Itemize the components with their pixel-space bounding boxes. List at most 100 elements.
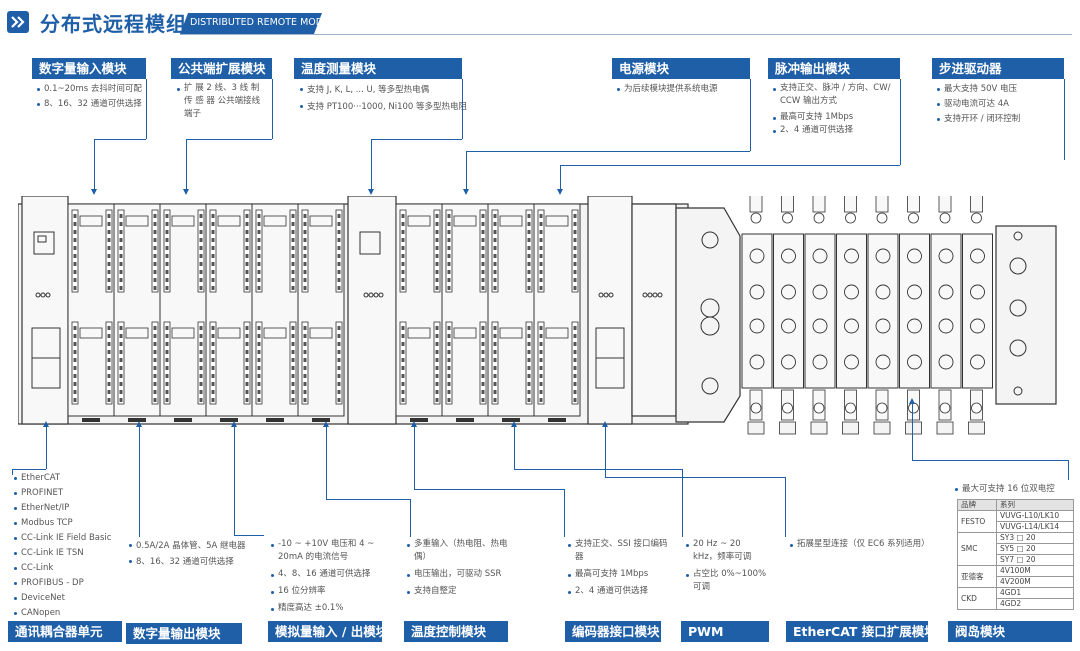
valve-unit xyxy=(804,196,836,435)
bullet: CC-Link IE TSN xyxy=(13,546,131,561)
bullet: 8、16、32 通道可供选择 xyxy=(36,97,148,112)
table-cell: SY7 □ 20 xyxy=(996,554,1074,566)
bullet: 精度高达 ±0.1% xyxy=(270,602,388,615)
label-bullets: 最大可支持 16 位双电控 xyxy=(954,482,1072,497)
label-title: 公共端扩展模块 xyxy=(171,58,272,79)
coupler-module xyxy=(21,196,69,425)
io-module xyxy=(205,203,253,422)
valve-adapter-plate xyxy=(675,207,741,423)
table-cell: 4V200M xyxy=(996,576,1074,588)
bullet: 最大可支持 16 位双电控 xyxy=(954,482,1072,497)
bullet: 16 位分辨率 xyxy=(270,585,388,598)
bullet: 8、16、32 通道可供选择 xyxy=(128,554,246,570)
bullet: 支持自整定 xyxy=(406,585,516,598)
bullet: 扩 展 2 线、3 线 制 传 感 器 公共端接线端子 xyxy=(176,82,266,121)
valve-unit xyxy=(867,196,899,435)
page-title: 分布式远程模组 xyxy=(40,12,187,36)
table-header: 品牌 xyxy=(957,499,997,511)
table-cell: 4V100M xyxy=(996,565,1074,577)
bullet: 最高可支持 1Mbps xyxy=(567,568,669,581)
bullet: 支持正交、SSI 接口编码器 xyxy=(567,538,669,564)
bullet: 支持正交、脉冲 / 方向、CW/ CCW 输出方式 xyxy=(772,82,898,108)
bullet: 最高可支持 1Mbps xyxy=(772,111,898,124)
table-cell: VUVG-L14/LK14 xyxy=(996,521,1074,533)
table-cell: 4GD2 xyxy=(996,598,1074,610)
valve-unit xyxy=(962,196,993,435)
table-cell: SY5 □ 20 xyxy=(996,543,1074,555)
table-cell: CKD xyxy=(957,587,997,610)
table-row: 亚德客 4V100M xyxy=(957,565,1074,588)
io-module xyxy=(487,203,535,422)
io-module xyxy=(297,203,345,422)
bullet: 多重输入（热电阻、热电偶） xyxy=(406,538,516,564)
bullet: CC-Link IE Field Basic xyxy=(13,531,131,546)
io-module xyxy=(441,203,489,422)
bullet: 最大支持 50V 电压 xyxy=(936,82,1066,97)
table-cell: 4GD1 xyxy=(996,587,1074,599)
valve-island xyxy=(741,196,993,435)
table-row: CKD 4GD1 xyxy=(957,587,1074,610)
bullet: Modbus TCP xyxy=(13,516,131,531)
label-title: EtherCAT 接口扩展模块 xyxy=(786,621,937,642)
label-title: 编码器接口模块 xyxy=(565,621,661,642)
table-cell: VUVG-L10/LK10 xyxy=(996,510,1074,522)
label-title: 温度控制模块 xyxy=(404,621,508,642)
label-title: 通讯耦合器单元 xyxy=(8,621,122,642)
label-title: 步进驱动器 xyxy=(932,58,1064,79)
remote-module-assembly xyxy=(18,196,1057,435)
bullet: 为后续模块提供系统电源 xyxy=(616,82,746,97)
bullet: CANopen xyxy=(13,606,131,621)
label-bullets: 扩 展 2 线、3 线 制 传 感 器 公共端接线端子 xyxy=(176,82,266,121)
label-bullets: 为后续模块提供系统电源 xyxy=(616,82,746,97)
bullet: 2、4 通道可供选择 xyxy=(567,585,669,598)
label-bullets: 0.5A/2A 晶体管、5A 继电器 8、16、32 通道可供选择 xyxy=(128,538,246,570)
header-divider xyxy=(180,34,1072,35)
bullet: -10 ~ +10V 电压和 4 ~ 20mA 的电流信号 xyxy=(270,538,388,564)
bullet: EtherCAT xyxy=(13,471,131,486)
title-badge: DISTRIBUTED REMOTE MODULE xyxy=(180,13,341,34)
bullet: 拓展星型连接（仅 EC6 系列适用） xyxy=(789,538,930,551)
table-row: FESTO VUVG-L10/LK10 xyxy=(957,510,1074,533)
bullet: CC-Link xyxy=(13,561,131,576)
io-module xyxy=(113,203,161,422)
bullet: DeviceNet xyxy=(13,591,131,606)
pwm-module xyxy=(631,203,677,417)
temp-measurement-module xyxy=(347,196,397,425)
label-bullets: 支持正交、脉冲 / 方向、CW/ CCW 输出方式 最高可支持 1Mbps 2、… xyxy=(772,82,898,137)
bullet: 20 Hz ~ 20 kHz，频率可调 xyxy=(685,538,767,564)
io-module xyxy=(67,203,115,422)
io-modules-right xyxy=(395,203,581,422)
label-bullets: 多重输入（热电阻、热电偶） 电压输出，可驱动 SSR 支持自整定 xyxy=(406,538,516,598)
label-bullets: 20 Hz ~ 20 kHz，频率可调 占空比 0%~100% 可调 xyxy=(685,538,767,594)
bullet: 占空比 0%~100% 可调 xyxy=(685,568,767,594)
label-bullets: 拓展星型连接（仅 EC6 系列适用） xyxy=(789,538,930,551)
io-module xyxy=(395,203,443,422)
valve-unit xyxy=(741,196,773,435)
label-title: 模拟量输入 / 出模块 xyxy=(268,621,388,642)
label-bullets: -10 ~ +10V 电压和 4 ~ 20mA 的电流信号 4、8、16 通道可… xyxy=(270,538,388,615)
table-cell: SY3 □ 20 xyxy=(996,532,1074,544)
bullet: PROFINET xyxy=(13,486,131,501)
label-title: PWM xyxy=(681,621,769,642)
valve-unit xyxy=(899,196,930,435)
io-modules-left xyxy=(67,203,345,422)
valve-unit xyxy=(773,196,804,435)
table-row: SMC SY3 □ 20 xyxy=(957,532,1074,566)
bullet: PROFIBUS - DP xyxy=(13,576,131,591)
label-title: 脉冲输出模块 xyxy=(768,58,900,79)
io-module xyxy=(251,203,299,422)
bullet: 0.5A/2A 晶体管、5A 继电器 xyxy=(128,538,246,554)
bullet: EtherNet/IP xyxy=(13,501,131,516)
table-cell: 亚德客 xyxy=(957,565,997,588)
power-module xyxy=(587,196,633,425)
valve-unit xyxy=(930,196,962,435)
label-title: 温度测量模块 xyxy=(294,58,462,79)
label-title: 电源模块 xyxy=(612,58,750,79)
bullet: 支持 PT100···1000, Ni100 等多型热电阻 xyxy=(299,99,469,116)
bullet: 支持开环 / 闭环控制 xyxy=(936,112,1066,127)
valve-unit xyxy=(836,196,867,435)
bullet: 支持 J, K, L, ... U, 等多型热电偶 xyxy=(299,82,469,99)
label-title: 数字量输出模块 xyxy=(126,623,242,644)
table-cell: SMC xyxy=(957,532,997,566)
table-cell: FESTO xyxy=(957,510,997,533)
